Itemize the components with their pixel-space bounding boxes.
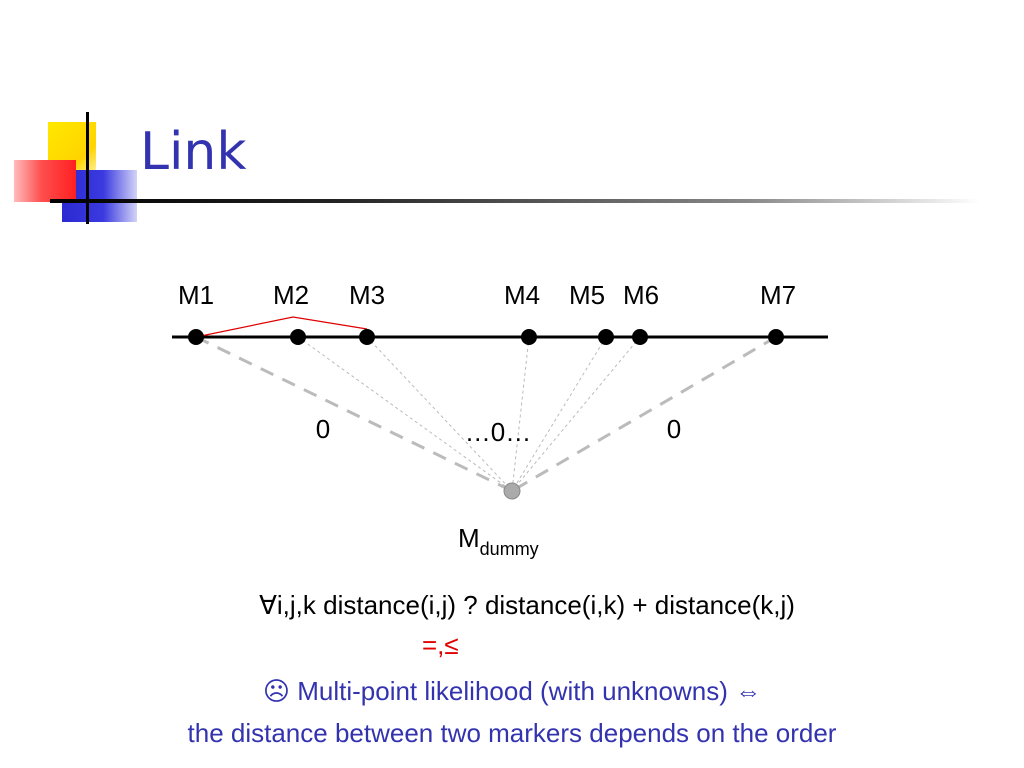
marker-dot-m6 [632,329,648,345]
marker-dot-m2 [290,329,306,345]
distance-label-left: 0 [316,414,330,444]
marker-label-m6: M6 [623,280,659,310]
red-link-path [195,316,368,338]
slide-title: Link [140,122,247,182]
marker-label-m1: M1 [178,280,214,310]
marker-dot-m7 [768,329,784,345]
dummy-connection-m4 [511,336,530,492]
marker-label-m2: M2 [273,280,309,310]
marker-label-m7: M7 [760,280,796,310]
note-line-1: ☹ Multi-point likelihood (with unknowns)… [262,676,762,706]
distance-formula: ∀i,j,k distance(i,j) ? distance(i,k) + d… [259,590,795,620]
title-underline [50,199,980,203]
marker-dots [188,329,784,345]
distance-label-middle: …0… [465,417,531,447]
dummy-connection-m3 [366,336,513,492]
distance-label-right: 0 [667,414,681,444]
dummy-connection-m2 [297,336,513,492]
dummy-connections [195,335,777,493]
dummy-connection-m6 [511,336,641,492]
dummy-label-sub: dummy [480,539,539,559]
dummy-node [503,482,521,500]
marker-dot-m1 [188,329,204,345]
dummy-connection-m7 [511,335,777,493]
dummy-connection-m1 [195,335,513,493]
note-line-2: the distance between two markers depends… [187,718,837,748]
marker-dot-m5 [598,329,614,345]
marker-label-m4: M4 [504,280,540,310]
decor-red-square [14,160,76,202]
dummy-label: Mdummy [458,523,539,559]
marker-label-m3: M3 [349,280,385,310]
dummy-label-main: M [458,523,480,553]
marker-dot-m3 [359,329,375,345]
marker-dot-m4 [521,329,537,345]
marker-label-m5: M5 [569,280,605,310]
relation-symbols: =,≤ [422,630,459,660]
decor-vertical-line [86,112,89,224]
dummy-connection-m5 [511,336,607,492]
marker-labels: M1 M2 M3 M4 M5 M6 M7 [178,280,796,310]
